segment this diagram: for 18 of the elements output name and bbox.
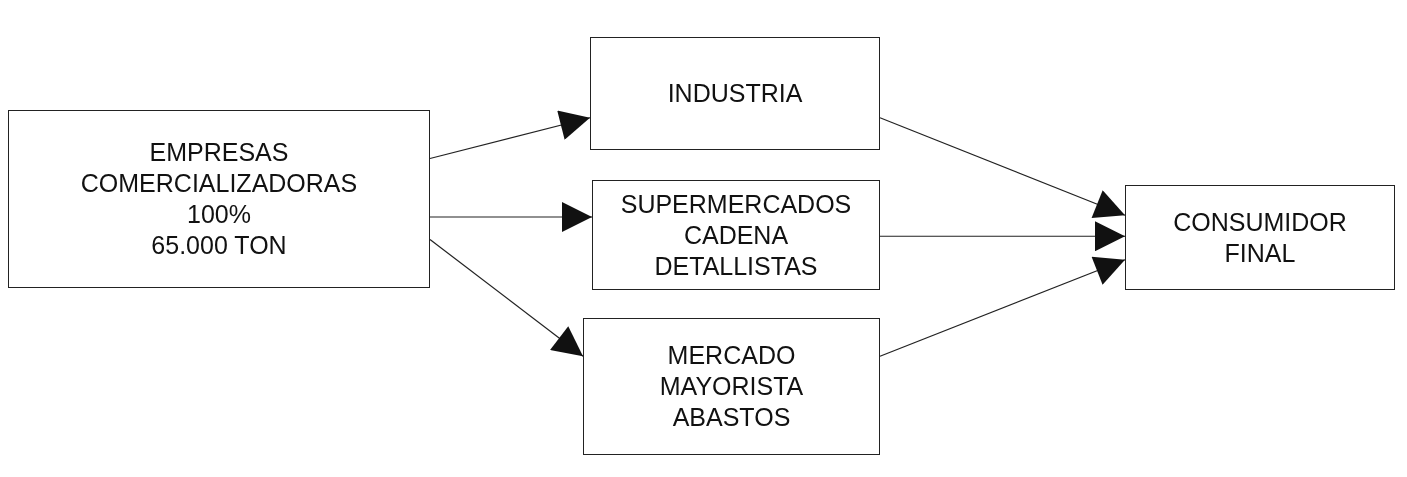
box-text: CONSUMIDOR FINAL xyxy=(1172,206,1348,269)
box-text: EMPRESAS COMERCIALIZADORAS xyxy=(79,137,359,199)
arrow xyxy=(879,221,1126,252)
box-text: 65.000 TON xyxy=(151,230,287,261)
arrow xyxy=(879,256,1126,357)
box-text: 100% xyxy=(187,199,251,230)
arrow xyxy=(429,238,584,357)
process-box xyxy=(8,110,430,288)
process-box xyxy=(592,180,880,290)
box-text: INDUSTRIA xyxy=(667,78,803,109)
box-text: SUPERMERCADOS CADENA DETALLISTAS xyxy=(619,188,853,282)
arrow xyxy=(429,202,593,232)
arrow xyxy=(429,110,591,160)
process-box xyxy=(583,318,880,455)
process-box xyxy=(1125,185,1395,290)
process-box xyxy=(590,37,880,150)
box-text: MERCADO MAYORISTA ABASTOS xyxy=(658,340,805,433)
arrow xyxy=(879,117,1126,219)
